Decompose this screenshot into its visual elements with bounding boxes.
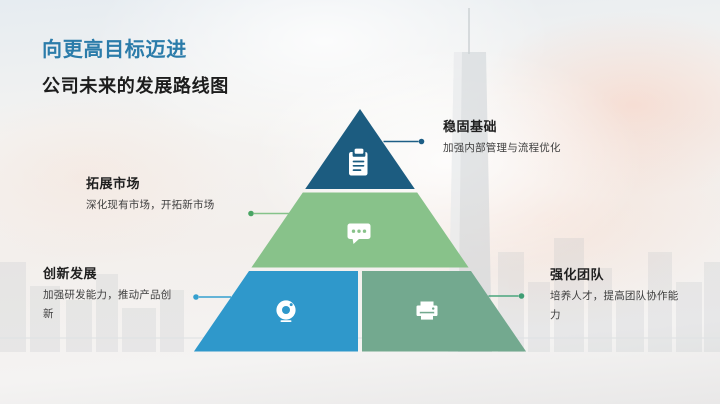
callout-team: 强化团队 培养人才，提高团队协作能力 (550, 268, 681, 325)
callout-title: 拓展市场 (86, 177, 141, 192)
clipboard-icon (349, 148, 368, 176)
slide-title: 向更高目标迈进 (42, 37, 187, 61)
callout-desc: 加强内部管理与流程优化 (443, 142, 561, 154)
callout-desc: 加强研发能力，推动产品创新 (43, 289, 172, 320)
callout-title: 强化团队 (550, 268, 605, 283)
callout-desc: 深化现有市场，开拓新市场 (86, 199, 215, 211)
pyramid-tier-bottom-right (362, 271, 527, 352)
pyramid-tier-bottom-left (193, 271, 358, 352)
printer-icon (416, 301, 438, 320)
callout-desc: 培养人才，提高团队协作能力 (550, 290, 679, 321)
connector-dot-team (518, 293, 525, 299)
connector-dot-market (248, 210, 254, 217)
callout-market: 拓展市场 深化现有市场，开拓新市场 (86, 177, 251, 215)
waterline (0, 337, 720, 339)
callout-title: 创新发展 (43, 267, 98, 282)
connector-dot-innovation (193, 294, 199, 300)
slide-subtitle: 公司未来的发展路线图 (42, 76, 229, 97)
chat-dots-icon (347, 223, 371, 244)
callout-title: 稳固基础 (443, 120, 498, 135)
callout-foundation: 稳固基础 加强内部管理与流程优化 (443, 120, 623, 158)
webcam-icon (276, 300, 296, 322)
connector-dot-foundation (418, 138, 425, 145)
callout-innovation: 创新发展 加强研发能力，推动产品创新 (43, 267, 174, 324)
callout-connectors (193, 138, 525, 300)
